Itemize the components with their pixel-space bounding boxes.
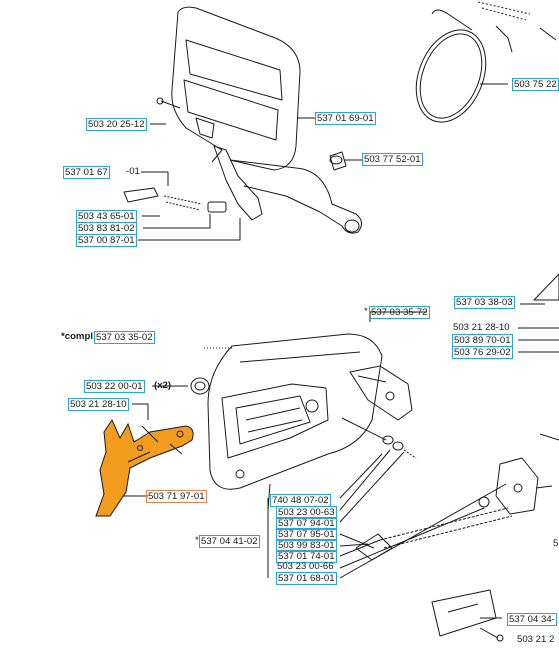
bushing-part <box>329 151 347 171</box>
part-number-label: 537 03 35-72 <box>369 306 430 319</box>
bar-edge <box>539 433 559 441</box>
screw-part <box>156 97 181 109</box>
sprocket-cover-part <box>431 589 504 642</box>
part-number-label: 537 01 69-01 <box>315 112 376 125</box>
part-number-label: 537 03 35-02 <box>94 331 155 344</box>
washer-part <box>190 377 210 395</box>
part-number-label: 537 01 68-01 <box>276 572 337 585</box>
part-number-label: 503 75 22 <box>512 78 559 91</box>
part-number-label: 537 00 87-01 <box>76 234 137 247</box>
chain-tensioner-part <box>341 417 553 561</box>
part-number-label: 537 07 95-01 <box>276 528 337 541</box>
part-number-label: 537 07 94-01 <box>276 517 337 530</box>
part-number-label: 537 04 41-02 <box>199 535 260 548</box>
part-number-label: 503 21 28-10 <box>453 322 510 333</box>
part-number-label: 5 <box>553 538 559 549</box>
clutch-cover-part <box>204 333 383 490</box>
lower-leader-lines <box>118 303 559 619</box>
highlighted-part-number-label: 503 71 97-01 <box>146 490 207 503</box>
brake-bracket-part <box>349 365 413 421</box>
part-number-label: 503 20 25-12 <box>86 118 147 131</box>
complete-assembly-label: *compl <box>61 331 93 342</box>
brake-lever-part <box>211 145 263 221</box>
part-number-label: 537 03 38-03 <box>454 296 515 309</box>
part-number-label: 503 22 00-01 <box>84 380 145 393</box>
highlighted-brake-lever-part <box>95 418 194 517</box>
optional-marker: * <box>364 306 368 317</box>
part-number-label: 503 77 52-01 <box>362 153 423 166</box>
optional-marker: * <box>195 535 199 546</box>
warning-label-part <box>533 273 559 301</box>
quantity-label: (x2) <box>154 380 172 391</box>
part-number-label: 503 23 00-66 <box>277 561 334 572</box>
part-number-label: 503 23 00-63 <box>276 506 337 519</box>
part-number-label: 503 21 2 <box>517 634 555 645</box>
hand-guard-part <box>171 6 362 234</box>
pin-part <box>123 187 227 213</box>
part-number-label: 503 76 29-02 <box>452 346 513 359</box>
part-number-suffix: -01 <box>126 166 140 177</box>
part-number-label: 503 21 28-10 <box>68 398 129 411</box>
part-number-label: 537 01 74-01 <box>276 550 337 563</box>
upper-leader-lines <box>138 83 508 241</box>
brake-spring-part <box>415 1 557 123</box>
part-number-label: 503 99 83-01 <box>276 539 337 552</box>
part-number-label: 537 01 67 <box>63 166 110 179</box>
part-number-label: 537 04 34- <box>507 613 557 626</box>
